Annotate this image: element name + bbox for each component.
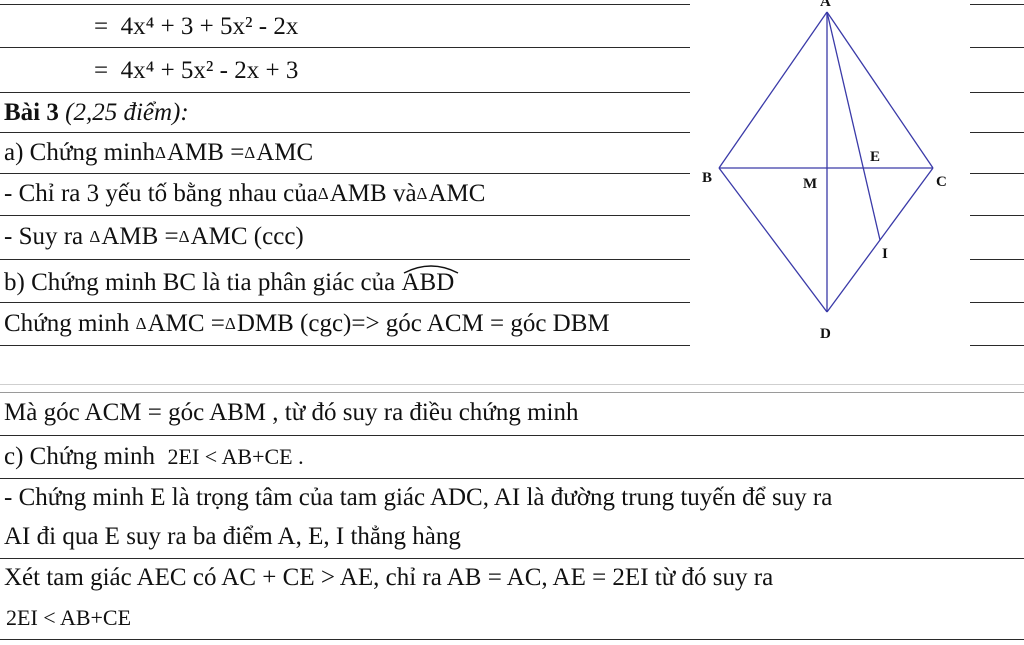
label-m: M (803, 176, 817, 192)
label-d: D (820, 326, 831, 342)
row-divider (0, 259, 1024, 260)
part-a-step-1: - Chỉ ra 3 yếu tố bằng nhau củaΔAMB vàΔA… (4, 179, 485, 209)
row-divider (0, 47, 1024, 48)
label-e: E (870, 149, 880, 165)
row-divider (0, 345, 1024, 346)
row-text: c) Chứng minh (4, 443, 156, 470)
part-b-heading: b) Chứng minh BC là tia phân giác của AB… (4, 265, 458, 298)
triangle-symbol: Δ (135, 314, 147, 333)
equation-line-1: = 4x⁴ + 3 + 5x² - 2x (94, 12, 298, 42)
angle-label: ABD (401, 269, 455, 296)
triangle-symbol: Δ (178, 227, 190, 246)
row-text: AMC (ccc) (190, 223, 304, 250)
row-text: AMC = (147, 310, 225, 337)
row-divider (0, 92, 1024, 93)
equals-sign: = (94, 13, 109, 40)
part-c-step-1: - Chứng minh E là trọng tâm của tam giác… (4, 483, 832, 513)
segment-bd (718, 167, 828, 313)
part-a-step-2: - Suy ra ΔAMB =ΔAMC (ccc) (4, 222, 304, 252)
part-b-step-2: Mà góc ACM = góc ABM , từ đó suy ra điều… (4, 398, 579, 428)
exercise-title: Bài 3 (4, 99, 59, 126)
segment-ac (826, 11, 934, 169)
geometry-figure: A B C M E I D (690, 0, 970, 350)
row-divider (0, 302, 1024, 303)
triangle-symbol: Δ (416, 184, 428, 203)
exercise-heading: Bài 3 (2,25 điểm): (4, 98, 189, 128)
polynomial-expression: 4x⁴ + 5x² - 2x + 3 (120, 57, 299, 84)
triangle-symbol: Δ (224, 314, 236, 333)
row-text: AMB = (166, 139, 245, 166)
triangle-symbol: Δ (244, 143, 256, 162)
triangle-symbol: Δ (89, 227, 101, 246)
row-divider (0, 639, 1024, 640)
row-text: a) Chứng minh (4, 139, 156, 166)
angle-arc-icon (403, 265, 458, 274)
row-text: Chứng minh (4, 310, 130, 337)
triangle-symbol: Δ (317, 184, 329, 203)
inequality-expression: 2EI < AB+CE . (167, 444, 304, 469)
polynomial-expression: 4x⁴ + 3 + 5x² - 2x (120, 13, 299, 40)
triangle-symbol: Δ (155, 143, 166, 162)
row-divider (0, 384, 1024, 385)
part-a-heading: a) Chứng minhΔAMB =ΔAMC (4, 138, 313, 168)
row-divider (0, 132, 1024, 133)
label-c: C (936, 174, 947, 190)
row-text: Mà góc ACM = góc ABM , từ đó suy ra điều… (4, 399, 579, 426)
row-text: DMB (cgc)=> góc ACM = góc DBM (236, 310, 610, 337)
row-text: - Suy ra (4, 223, 84, 250)
part-c-heading: c) Chứng minh 2EI < AB+CE . (4, 442, 304, 472)
label-a: A (820, 0, 831, 10)
row-text: AMC (256, 139, 314, 166)
row-text: AMC (428, 180, 486, 207)
figure-background (690, 0, 970, 350)
row-divider (0, 215, 1024, 216)
angle-notation: ABD (401, 265, 458, 298)
exercise-points: (2,25 điểm): (65, 99, 189, 126)
figure-lines (718, 11, 934, 313)
part-b-step-1: Chứng minh ΔAMC =ΔDMB (cgc)=> góc ACM = … (4, 309, 610, 339)
row-divider (0, 4, 1024, 5)
equation-line-2: = 4x⁴ + 5x² - 2x + 3 (94, 56, 298, 86)
row-divider (0, 558, 1024, 559)
row-divider (0, 173, 1024, 174)
row-divider (0, 435, 1024, 436)
label-i: I (882, 246, 888, 262)
row-divider (0, 478, 1024, 479)
row-text: b) Chứng minh BC là tia phân giác của (4, 269, 396, 296)
row-divider (0, 392, 1024, 393)
row-text: - Chỉ ra 3 yếu tố bằng nhau của (4, 180, 318, 207)
segment-ab (718, 11, 828, 169)
part-c-step-1-cont: AI đi qua E suy ra ba điểm A, E, I thẳng… (4, 522, 461, 552)
row-text: Xét tam giác AEC có AC + CE > AE, chỉ ra… (4, 564, 774, 591)
row-text: AI đi qua E suy ra ba điểm A, E, I thẳng… (4, 523, 461, 550)
part-c-conclusion: 2EI < AB+CE (6, 603, 131, 633)
inequality-expression: 2EI < AB+CE (6, 605, 132, 630)
segment-ai (826, 11, 881, 241)
row-text: AMB và (329, 180, 417, 207)
equals-sign: = (94, 57, 109, 84)
row-text: AMB = (101, 223, 179, 250)
label-b: B (702, 170, 712, 186)
row-text: - Chứng minh E là trọng tâm của tam giác… (4, 484, 833, 511)
part-c-step-2: Xét tam giác AEC có AC + CE > AE, chỉ ra… (4, 563, 773, 593)
